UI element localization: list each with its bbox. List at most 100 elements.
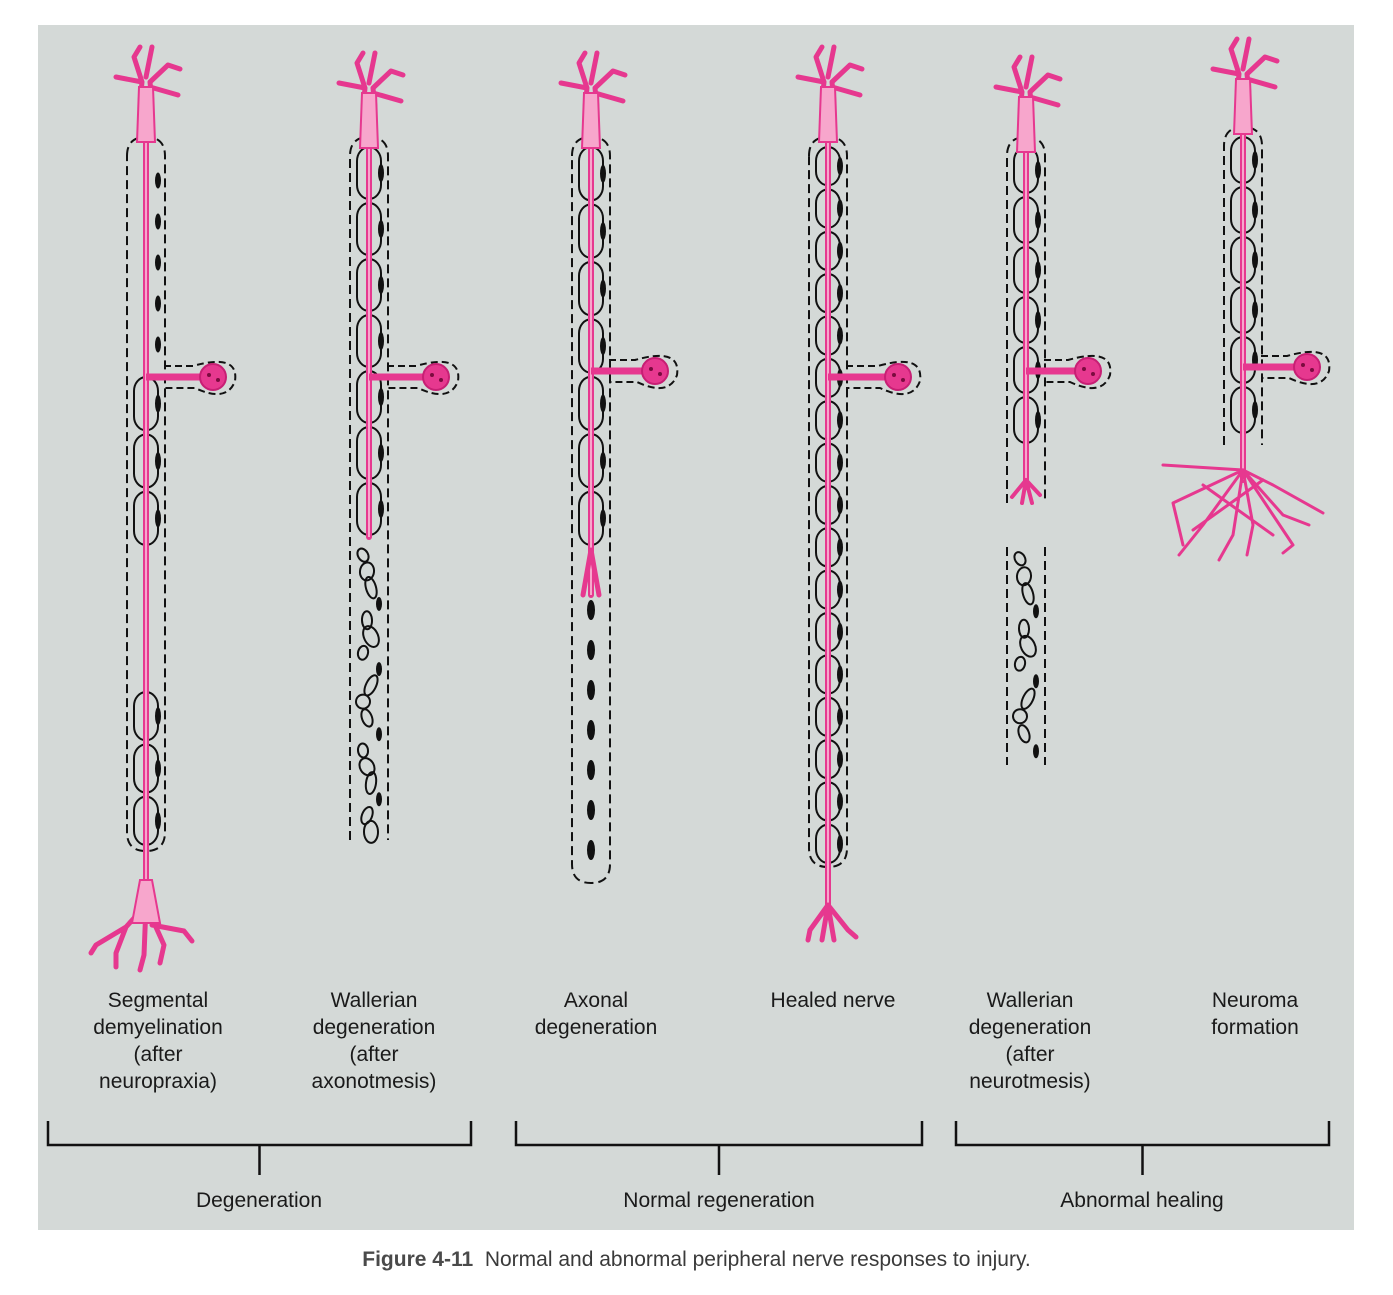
schwann-nucleus [837,157,843,176]
schwann-nucleus [1035,161,1041,179]
bracket-line [954,1121,1331,1175]
soma-nucleolus [901,378,905,382]
bracket-line [46,1121,473,1175]
schwann-nucleus [837,453,843,472]
schwann-nucleus [378,388,384,406]
schwann-nucleus [1033,674,1039,689]
neuron-soma [1293,353,1321,381]
schwann-nucleus [587,640,595,660]
schwann-nucleus [155,452,161,470]
myelin-debris [1013,551,1027,567]
schwann-nucleus [155,172,161,189]
cell-body-process [135,86,157,143]
schwann-nucleus [1035,261,1041,279]
group-label-abnormal-healing: Abnormal healing [1060,1189,1224,1212]
schwann-nucleus [155,336,161,353]
schwann-nucleus [837,241,843,260]
myelin-debris [1021,582,1035,606]
schwann-nucleus [587,600,595,620]
label-wallerian-axonotmesis: Wallerian degeneration (after axonotmesi… [311,989,437,1093]
schwann-nucleus [837,834,843,853]
myelin-debris [1017,724,1031,744]
schwann-nucleus [1033,604,1039,619]
label-segmental-demyelination: Segmental demyelination (after neuroprax… [93,989,223,1093]
myelin-debris [360,806,374,826]
myelin-debris [360,610,374,631]
nerve-wallerian-neurotmesis [993,54,1112,765]
schwann-nucleus [1035,411,1041,429]
bracket-degeneration [46,1121,473,1175]
nerve-segmental-demyelination [88,44,237,973]
caption-text: Normal and abnormal peripheral nerve res… [484,1248,1031,1271]
schwann-nucleus [378,444,384,462]
cell-body-process [817,86,839,143]
soma-nucleolus [216,378,220,382]
schwann-nucleus [378,276,384,294]
group-label-normal-regeneration: Normal regeneration [623,1189,815,1212]
cell-body-process [580,92,602,149]
schwann-nucleus [376,662,382,677]
group-label-degeneration: Degeneration [195,1189,323,1212]
schwann-nucleus [378,164,384,182]
soma-nucleolus [1082,367,1086,371]
schwann-nucleus [587,840,595,860]
schwann-nucleus [378,332,384,350]
label-healed-nerve: Healed nerve [770,989,896,1012]
dendrites [993,54,1063,115]
schwann-nucleus [600,394,606,413]
myelin-debris [1017,618,1031,639]
myelin-debris [358,757,376,777]
neuron-soma [422,363,450,391]
schwann-nucleus [587,760,595,780]
schwann-nucleus [587,680,595,700]
schwann-nucleus [837,792,843,811]
schwann-nucleus [600,222,606,241]
schwann-nucleus [600,451,606,470]
soma-sheath [164,360,237,396]
myelin-debris [360,708,374,728]
schwann-nucleus [600,509,606,528]
soma-nucleolus [649,367,653,371]
nerve-diagram [46,36,1331,1175]
cell-body-process [358,92,380,149]
soma-nucleolus [892,373,896,377]
schwann-nucleus [1252,301,1258,319]
schwann-nucleus [837,623,843,642]
schwann-nucleus [837,411,843,430]
schwann-nucleus [837,580,843,599]
nerve-wallerian-axonotmesis [336,50,460,844]
soma-nucleolus [1091,372,1095,376]
nerve-neuroma-formation [1161,36,1331,562]
figure-panel: Segmental demyelination (after neuroprax… [38,25,1354,1230]
schwann-nucleus [155,213,161,230]
schwann-nucleus [837,284,843,303]
schwann-nucleus [155,707,161,726]
schwann-nucleus [600,279,606,298]
bracket-abnormal-healing [954,1121,1331,1175]
soma-nucleolus [430,373,434,377]
myelin-debris [356,742,370,759]
dendrites [795,44,865,105]
schwann-nucleus [155,254,161,271]
myelin-debris [364,576,378,600]
neuron-soma [884,363,912,391]
label-axonal-degeneration: Axonal degeneration [534,989,658,1039]
soma-nucleolus [658,372,662,376]
soma-sheath [846,360,922,396]
schwann-nucleus [376,596,382,611]
soma-sheath [1044,354,1112,390]
schwann-nucleus [600,164,606,183]
soma-nucleolus [439,378,443,382]
schwann-nucleus [837,750,843,769]
myelin-debris [364,771,378,795]
label-neuroma-formation: Neuroma formation [1211,989,1299,1039]
schwann-nucleus [1252,151,1258,169]
dendrites [113,44,183,105]
schwann-nucleus [1252,251,1258,269]
dendrites [1210,36,1280,97]
schwann-nucleus [155,394,161,413]
cell-body-process [1232,78,1254,135]
schwann-nucleus [378,500,384,518]
myelin-debris [1019,634,1037,658]
axon-terminal [805,902,859,943]
